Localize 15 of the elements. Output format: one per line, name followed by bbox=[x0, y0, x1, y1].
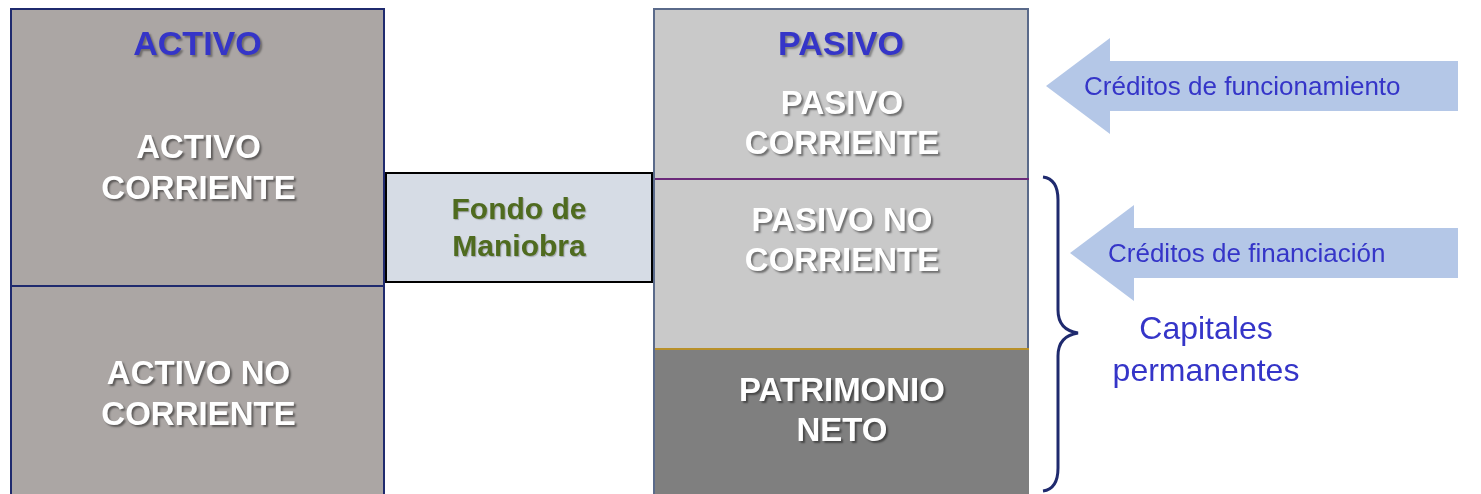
section-label: ACTIVO NO CORRIENTE bbox=[100, 353, 297, 434]
section-box bbox=[655, 348, 1029, 494]
section-label: PASIVO NO CORRIENTE bbox=[743, 200, 941, 281]
section-label: PATRIMONIO NETO bbox=[738, 370, 946, 451]
column-heading: ACTIVO bbox=[132, 24, 263, 63]
column-box bbox=[10, 8, 385, 494]
bridge-box bbox=[385, 172, 653, 283]
section-label: ACTIVO CORRIENTE bbox=[100, 127, 297, 208]
column-box bbox=[653, 8, 1029, 494]
section-label: PASIVO CORRIENTE bbox=[743, 82, 941, 163]
section-label: Fondo de Maniobra bbox=[450, 190, 588, 264]
column-heading: PASIVO bbox=[777, 24, 905, 63]
arrow-label: Créditos de financiación bbox=[1108, 237, 1386, 269]
brace-label: Capitales permanentes bbox=[1111, 309, 1301, 390]
arrow-label: Créditos de funcionamiento bbox=[1084, 70, 1401, 102]
